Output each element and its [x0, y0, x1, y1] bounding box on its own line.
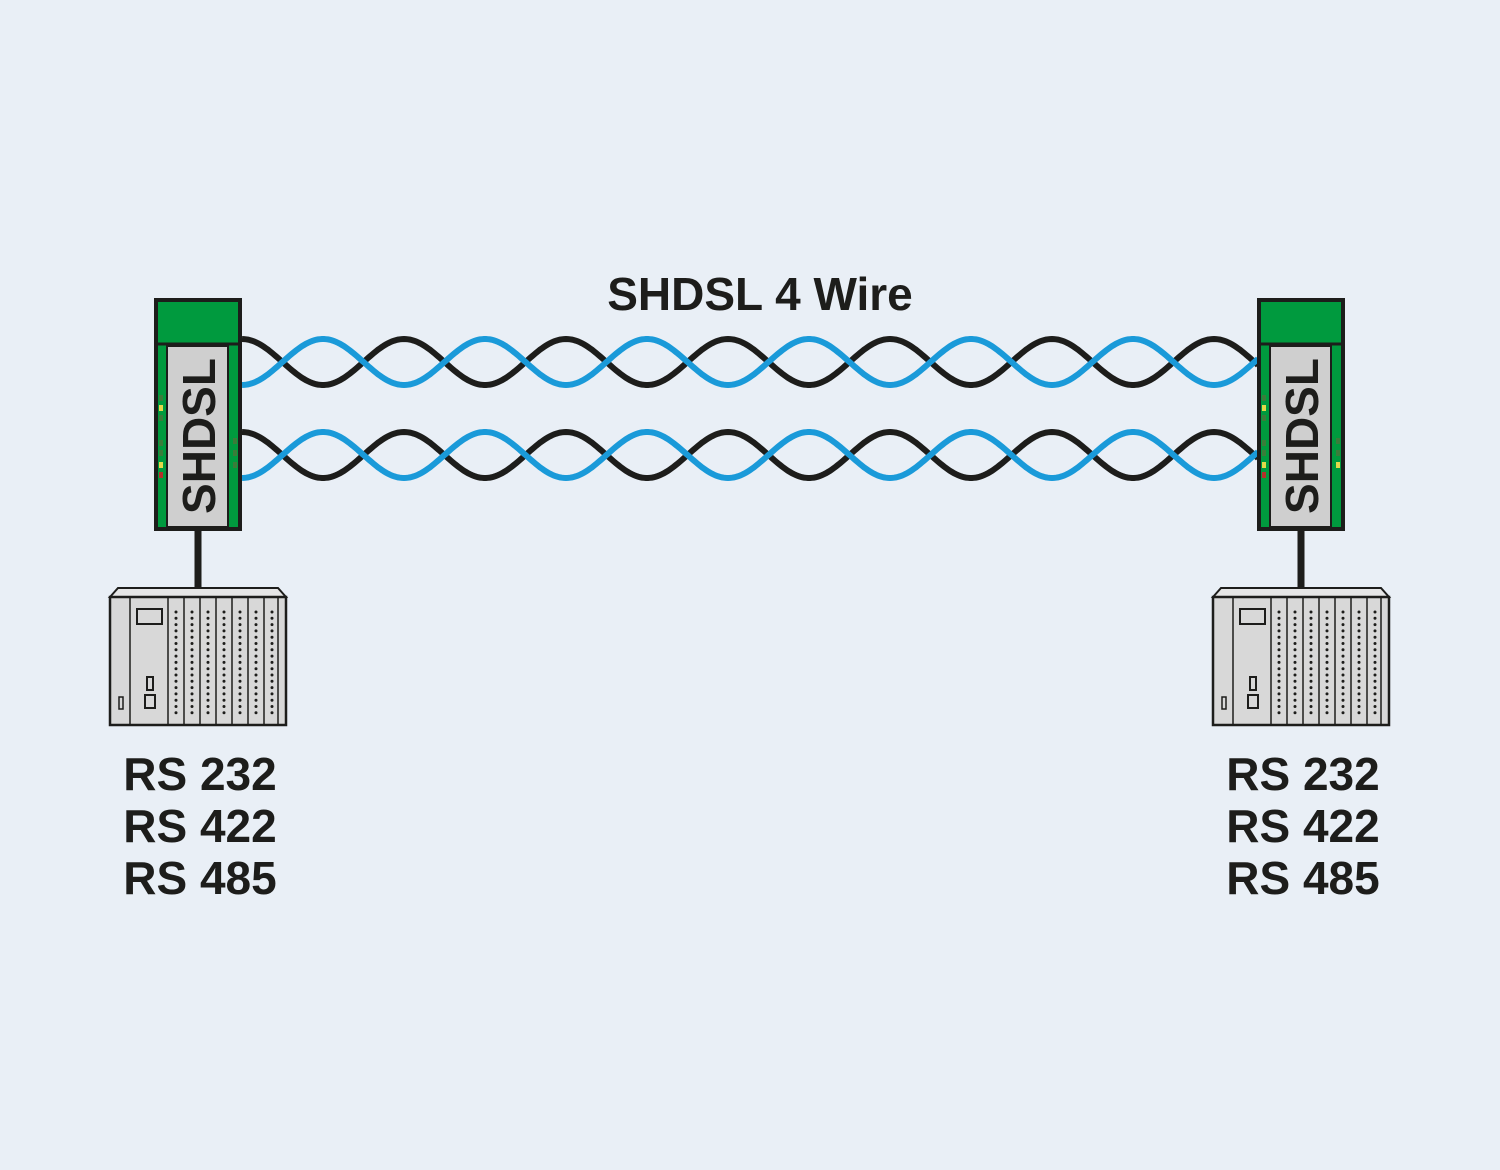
status-leds-icon — [159, 395, 237, 478]
shdsl-module-right: SHDSL — [1257, 298, 1345, 531]
module-label-right: SHDSL — [1276, 358, 1328, 514]
shdsl-module-left: SHDSL — [154, 298, 242, 531]
twisted-pair-link — [241, 335, 1261, 482]
interface-label: RS 422 — [1226, 800, 1379, 852]
module-label-left: SHDSL — [173, 358, 225, 514]
status-leds-icon — [1262, 395, 1340, 478]
plc-right-icon — [1210, 587, 1392, 727]
interface-labels-right: RS 232 RS 422 RS 485 — [1226, 748, 1379, 904]
blue-wire — [241, 429, 1261, 482]
interface-label: RS 485 — [1226, 852, 1379, 904]
black-wire — [241, 428, 1261, 481]
interface-label: RS 485 — [123, 852, 276, 904]
blue-wire — [241, 336, 1261, 389]
black-wire — [241, 335, 1261, 388]
plc-left-icon — [107, 587, 289, 727]
diagram-title: SHDSL 4 Wire — [607, 268, 913, 320]
interface-label: RS 232 — [1226, 748, 1379, 800]
interface-labels-left: RS 232 RS 422 RS 485 — [123, 748, 276, 904]
interface-label: RS 232 — [123, 748, 276, 800]
interface-label: RS 422 — [123, 800, 276, 852]
